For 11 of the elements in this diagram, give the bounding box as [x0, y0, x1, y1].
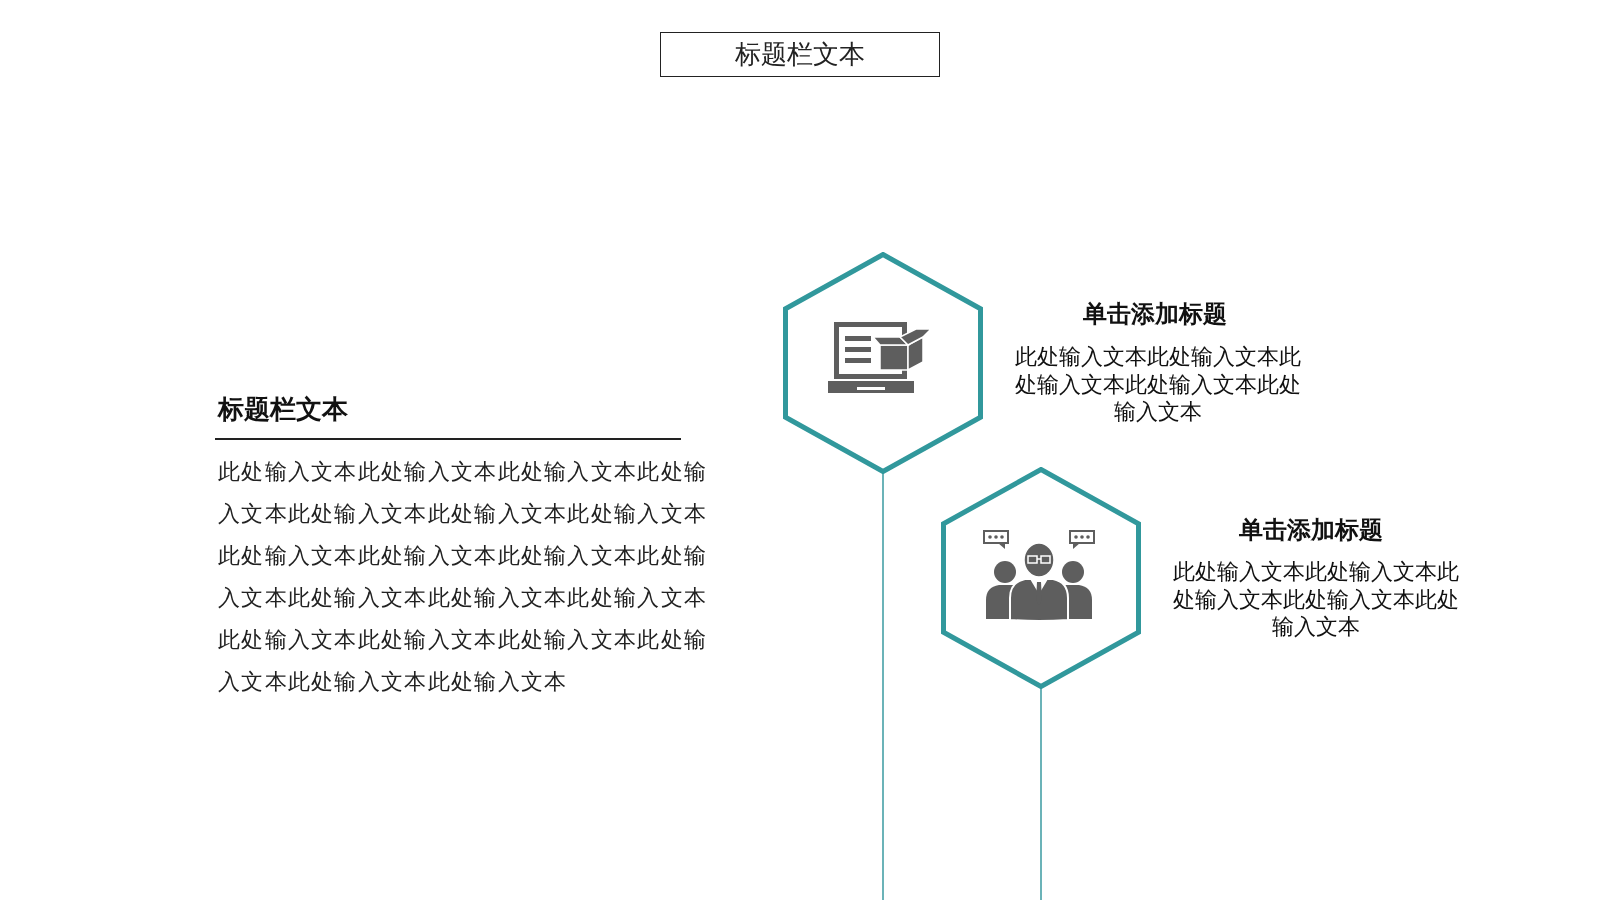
connector-line: [882, 472, 884, 900]
hexagon-frame: [941, 467, 1141, 689]
body-paragraph: 此处输入文本此处输入文本此处输入文本此处输入文本此处输入文本此处输入文本此处输入文本此处输入文本此处输入文本此处输入文本此处输入文本此处输入文本此处输入文本此处输入文本此处输入文本此处输入文本此处输入文本此处输入文本此处输入文本此处输入文本: [218, 458, 709, 696]
item-heading: 单击添加标题: [1082, 299, 1228, 329]
section-heading: 标题栏文本: [218, 393, 349, 426]
connector-line: [1040, 687, 1042, 900]
item-heading: 单击添加标题: [1238, 515, 1384, 545]
slide-title: 标题栏文本: [660, 32, 940, 77]
item-description: 此处输入文本此处输入文本此处输入文本此处输入文本此处输入文本: [1014, 343, 1302, 426]
item-description: 此处输入文本此处输入文本此处输入文本此处输入文本此处输入文本: [1172, 558, 1460, 641]
hexagon-frame: [783, 252, 983, 474]
